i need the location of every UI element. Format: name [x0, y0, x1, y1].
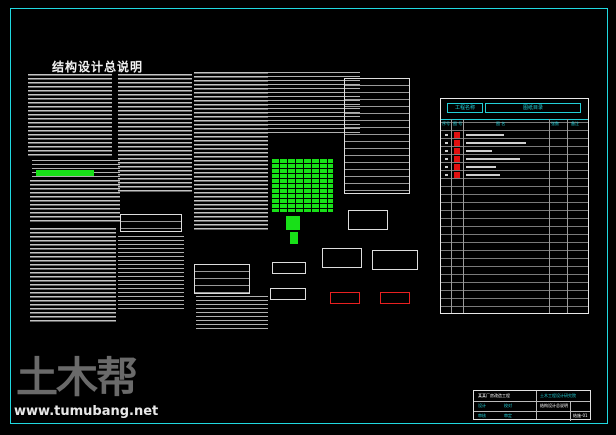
col-header-count: 张数 — [551, 121, 559, 126]
drawing-title: 结构设计总说明 — [52, 60, 144, 74]
notes-block-5 — [118, 236, 184, 310]
row-number — [445, 142, 448, 144]
notes-table-2 — [194, 264, 250, 294]
schedule-table — [344, 78, 410, 194]
row-number — [445, 134, 448, 136]
index-row-marker[interactable] — [454, 156, 460, 162]
notes-block-4 — [30, 228, 116, 324]
watermark-logo: 土木帮 — [16, 353, 138, 402]
row-title — [466, 158, 520, 160]
col-divider — [567, 119, 568, 313]
row-title — [466, 134, 504, 136]
col-header-name: 图 名 — [496, 121, 506, 126]
row-number — [445, 150, 448, 152]
notes-block-7 — [194, 72, 268, 232]
title-block: 某某厂房改造工程 土木工程设计研究院 设计 校对 审核 审定 结构设计总说明 结… — [473, 390, 591, 421]
row-title — [466, 174, 500, 176]
col-header-code: 图 号 — [453, 121, 463, 126]
row-title — [466, 150, 492, 152]
drawing-border-frame — [10, 8, 608, 424]
title-block-divider — [474, 401, 590, 402]
detail-drawing-2[interactable] — [272, 262, 306, 274]
row-number — [445, 174, 448, 176]
col-header-note: 备注 — [571, 121, 579, 126]
notes-block-3 — [30, 180, 120, 224]
sheet-number: 结施-01 — [573, 413, 588, 418]
notes-block-6 — [118, 74, 192, 194]
label-design: 设计 — [478, 403, 486, 408]
row-title — [466, 142, 526, 144]
detail-drawing-5[interactable] — [270, 288, 306, 300]
label-check: 校对 — [504, 403, 512, 408]
detail-drawing-1[interactable] — [348, 210, 388, 230]
col-divider — [463, 119, 464, 313]
index-header: 工程名称 图纸目录 — [441, 99, 588, 120]
title-block-divider — [570, 401, 571, 421]
label-approve: 审定 — [504, 413, 512, 418]
label-review: 审核 — [478, 413, 486, 418]
col-divider — [451, 119, 452, 313]
notes-table-1 — [120, 214, 182, 232]
index-row-marker[interactable] — [454, 172, 460, 178]
drawing-name: 结构设计总说明 — [540, 403, 568, 408]
index-header-cell-project: 工程名称 — [447, 103, 483, 113]
notes-block-1 — [28, 74, 112, 158]
index-row-marker[interactable] — [454, 140, 460, 146]
watermark-url: www.tumubang.net — [14, 404, 159, 419]
red-detail-2[interactable] — [380, 292, 410, 304]
col-header-no: 序号 — [442, 121, 450, 126]
company-name: 土木工程设计研究院 — [540, 393, 576, 398]
highlight-strip-left — [36, 170, 94, 176]
row-title — [466, 166, 496, 168]
highlight-detail-2 — [290, 232, 298, 244]
detail-drawing-4[interactable] — [372, 250, 418, 270]
title-block-divider — [474, 411, 590, 412]
index-row-marker[interactable] — [454, 148, 460, 154]
index-row-marker[interactable] — [454, 132, 460, 138]
notes-block-9 — [196, 296, 268, 332]
row-number — [445, 166, 448, 168]
detail-drawing-3[interactable] — [322, 248, 362, 268]
index-header-cell-title: 图纸目录 — [485, 103, 581, 113]
red-detail-1[interactable] — [330, 292, 360, 304]
title-block-divider — [536, 391, 537, 419]
highlight-detail — [286, 216, 300, 230]
col-divider — [549, 119, 550, 313]
index-row-marker[interactable] — [454, 164, 460, 170]
row-number — [445, 158, 448, 160]
highlighted-rebar-table — [271, 158, 333, 212]
project-name: 某某厂房改造工程 — [478, 393, 510, 398]
drawing-index-table: 工程名称 图纸目录 序号 图 号 图 名 张数 备注 — [440, 98, 589, 314]
